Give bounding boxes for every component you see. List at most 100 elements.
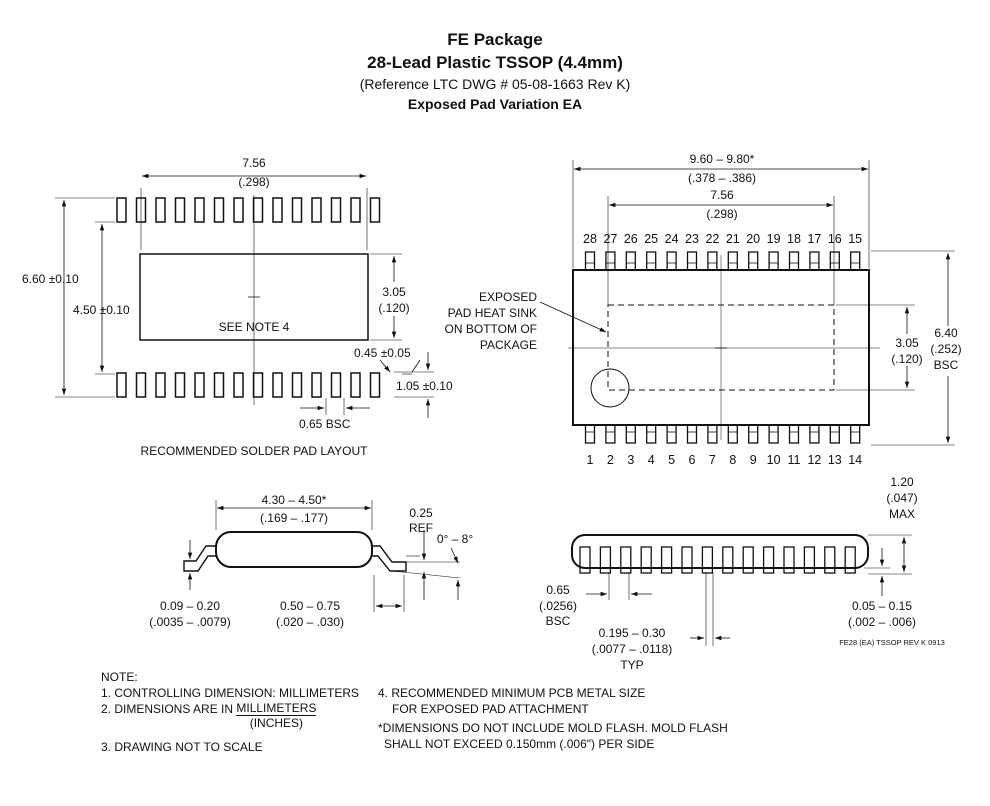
solder-pads-top-row [116,197,381,223]
dim-0-50-in: (.020 – .030) [276,615,344,629]
pin-label-6: 6 [689,453,696,467]
lead-bottom-1 [584,424,596,444]
lead-bottom-4 [646,424,657,444]
pin-label-9: 9 [750,453,757,467]
lead-top-16 [829,251,840,271]
end-view-lead-8 [722,546,734,574]
side-view-lead-right [372,545,407,572]
solder-pad-bottom-8 [252,372,264,398]
side-view-lead-left [183,545,216,572]
lead-top-24 [666,251,677,271]
end-view [571,534,912,646]
note-2: 2. DIMENSIONS ARE IN MILLIMETERS (INCHES… [101,701,359,739]
pin-label-25: 25 [644,232,658,246]
exposed-label-4: PACKAGE [480,338,537,352]
lead-bottom-13 [829,424,840,444]
dim-pad-7-56-in: (.298) [706,207,737,221]
solder-layout-labels: 7.56 (.298) 6.60 ±0.10 4.50 ±0.10 SEE NO… [22,156,453,458]
end-view-lead-3 [620,546,632,574]
end-view-lead-7 [701,546,714,574]
pin-label-10: 10 [767,453,781,467]
pin-label-7: 7 [709,453,716,467]
solder-pad-top-10 [291,197,303,223]
dim-angle: 0° – 8° [437,532,473,546]
pin-label-22: 22 [705,232,719,246]
pin-label-21: 21 [726,232,740,246]
lead-bottom-5 [666,424,677,444]
exposed-label-1: EXPOSED [479,290,537,304]
end-view-lead-12 [803,546,816,574]
solder-pad-bottom-4 [174,372,186,398]
pin-label-16: 16 [828,232,842,246]
lead-bottom-10 [768,424,779,444]
lead-bottom-12 [809,424,820,444]
reference-drawing: (Reference LTC DWG # 05-08-1663 Rev K) [359,76,631,92]
note-2-denominator: (INCHES) [249,716,304,730]
end-view-lead-14 [844,546,856,574]
solder-pad-bottom-3 [155,372,166,398]
lead-bottom-11 [788,424,800,444]
end-view-lead-13 [824,546,836,574]
solder-pad-bottom-10 [291,372,303,398]
pin-label-8: 8 [729,453,736,467]
lead-bottom-9 [748,424,759,444]
dim-0-05-mm: 0.05 – 0.15 [852,599,912,613]
dim-0-45: 0.45 ±0.05 [354,346,411,360]
pin-label-2: 2 [607,453,614,467]
end-view-lead-2 [599,546,612,574]
dim-6-40-mm: 6.40 [934,326,958,340]
solder-layout-caption: RECOMMENDED SOLDER PAD LAYOUT [141,444,369,458]
lead-top-23 [686,251,698,271]
dim-1-20-max: MAX [889,507,915,521]
pin-label-12: 12 [807,453,821,467]
lead-bottom-3 [625,424,636,444]
note-4-line1: 4. RECOMMENDED MINIMUM PCB METAL SIZE [378,686,646,700]
pin-label-27: 27 [603,232,617,246]
note-3: 3. DRAWING NOT TO SCALE [101,740,263,754]
dim-7-56-in: (.298) [238,175,269,189]
pin-label-15: 15 [848,232,862,246]
dim-0-25-ref: REF [409,521,433,535]
lead-bottom-8 [727,424,738,444]
dim-pad-3-05-in: (.120) [891,352,922,366]
end-view-lead-9 [742,546,754,574]
dim-0-05-in: (.002 – .006) [848,615,916,629]
exposed-label-2: PAD HEAT SINK [448,306,537,320]
dim-0-65-mm: 0.65 [546,583,570,597]
solder-pad-bottom-14 [369,372,381,398]
solder-pad-top-8 [252,197,264,223]
dim-0-25-mm: 0.25 [409,506,433,520]
dim-4-50: 4.50 ±0.10 [73,303,130,317]
top-view-leads-bottom [584,424,861,444]
note-5-line1: *DIMENSIONS DO NOT INCLUDE MOLD FLASH. M… [378,721,728,735]
top-view-leads-top [584,251,861,271]
pin-label-24: 24 [665,232,679,246]
note-2-prefix: 2. DIMENSIONS ARE IN [101,702,234,716]
dim-0-65-in: (.0256) [539,599,577,613]
solder-pad-top-7 [233,197,244,223]
solder-pad-top-6 [213,197,225,223]
package-title: FE Package [447,30,543,49]
lead-top-19 [768,251,779,271]
exposed-label-3: ON BOTTOM OF [445,322,537,336]
solder-pad-bottom-6 [213,372,225,398]
top-view-labels: 9.60 – 9.80* (.378 – .386) 7.56 (.298) E… [445,152,962,372]
end-view-lead-1 [579,546,591,574]
end-view-lead-6 [681,546,693,574]
end-view-lead-11 [783,546,795,574]
lead-top-27 [605,251,616,271]
solder-pad-top-1 [116,197,127,223]
end-view-labels: 1.20 (.047) MAX 0.65 (.0256) BSC 0.195 –… [539,475,945,672]
end-view-body [571,534,869,569]
variation-label: Exposed Pad Variation EA [407,96,583,112]
dim-0-65-bsc2: BSC [546,614,571,628]
solder-pad-top-14 [369,197,381,223]
lead-top-21 [727,251,738,271]
pin-label-11: 11 [788,453,801,467]
pin-label-5: 5 [668,453,675,467]
dim-pad-3-05-mm: 3.05 [895,336,919,350]
solder-pad-top-12 [330,197,342,223]
lead-bottom-2 [605,424,616,444]
end-view-lead-10 [762,546,775,574]
